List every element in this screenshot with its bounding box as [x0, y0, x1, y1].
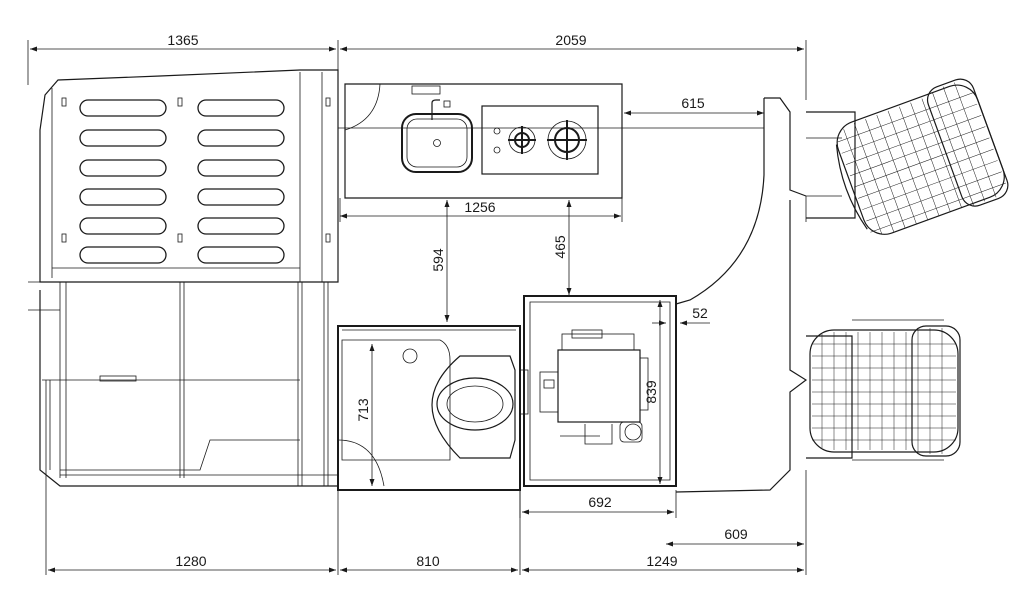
dim-bottom-left: 1280 — [175, 553, 206, 569]
dim-aisle-left: 594 — [430, 248, 446, 272]
dim-wall-gap: 52 — [692, 305, 708, 321]
heater-unit — [539, 329, 649, 445]
wall-gap-dimension: 52 — [652, 300, 710, 330]
dim-top-left: 1365 — [167, 32, 198, 48]
dim-top-right: 2059 — [555, 32, 586, 48]
sink — [401, 99, 473, 173]
kitchen-counter — [344, 83, 623, 199]
dim-shower-depth: 839 — [643, 380, 659, 404]
top-dimensions: 1365 2059 — [27, 32, 807, 100]
toilet — [431, 355, 516, 459]
lower-bed-frame — [39, 282, 338, 487]
aisle-dimensions: 594 465 — [430, 200, 572, 322]
shower-cabinet: 839 — [523, 295, 677, 487]
two-burner-hob — [481, 105, 599, 175]
dim-counter-to-wall: 615 — [681, 95, 705, 111]
dim-bottom-middle: 810 — [416, 553, 440, 569]
door-gap-dimension: 609 — [666, 470, 807, 550]
bed-slats — [79, 99, 285, 264]
dim-door-gap: 609 — [724, 526, 748, 542]
counter-wall-dimension: 615 — [338, 95, 764, 129]
entry-wall — [675, 97, 808, 493]
dim-counter-length: 1256 — [464, 199, 495, 215]
dim-wc-depth: 713 — [355, 398, 371, 422]
dim-aisle-right: 465 — [552, 235, 568, 259]
washroom: 713 — [337, 325, 529, 491]
counter-length-dimension: 1256 — [339, 198, 623, 222]
dim-shower-width: 692 — [588, 494, 612, 510]
driver-seat — [806, 78, 1009, 235]
bottom-dimensions: 1280 810 1249 — [45, 380, 807, 575]
passenger-seat — [806, 319, 961, 461]
shower-width-dimension: 692 — [519, 490, 677, 518]
slatted-bed-base — [28, 69, 339, 311]
dim-bottom-right: 1249 — [646, 553, 677, 569]
